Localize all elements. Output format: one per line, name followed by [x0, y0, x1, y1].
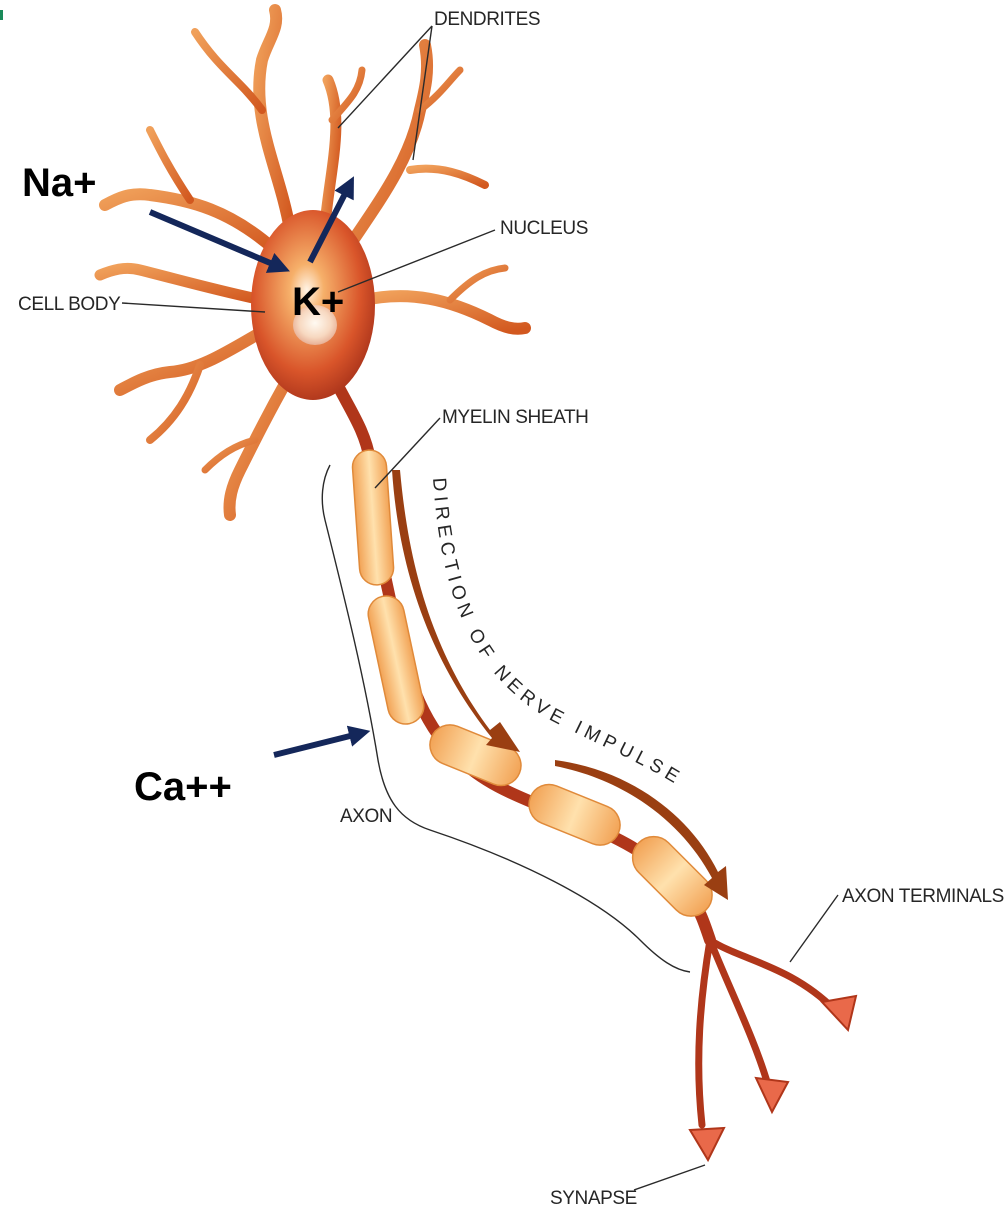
- label-synapse: SYNAPSE: [550, 1188, 637, 1209]
- ion-label-potassium: K+: [292, 280, 344, 324]
- label-myelin-sheath: MYELIN SHEATH: [442, 407, 588, 428]
- label-axon-terminals: AXON TERMINALS: [842, 886, 1004, 907]
- label-cell-body: CELL BODY: [18, 294, 121, 315]
- label-nucleus: NUCLEUS: [500, 218, 588, 239]
- synaptic-boutons: [690, 996, 856, 1160]
- calcium-influx-arrow: [274, 733, 362, 755]
- ion-label-calcium: Ca++: [134, 765, 232, 809]
- label-dendrites: DENDRITES: [434, 9, 540, 30]
- label-axon: AXON: [340, 806, 392, 827]
- leader-lines: [122, 26, 838, 1190]
- myelin-segments: [351, 449, 720, 925]
- ion-label-sodium: Na+: [22, 161, 97, 205]
- corner-accent-mark: [0, 10, 3, 20]
